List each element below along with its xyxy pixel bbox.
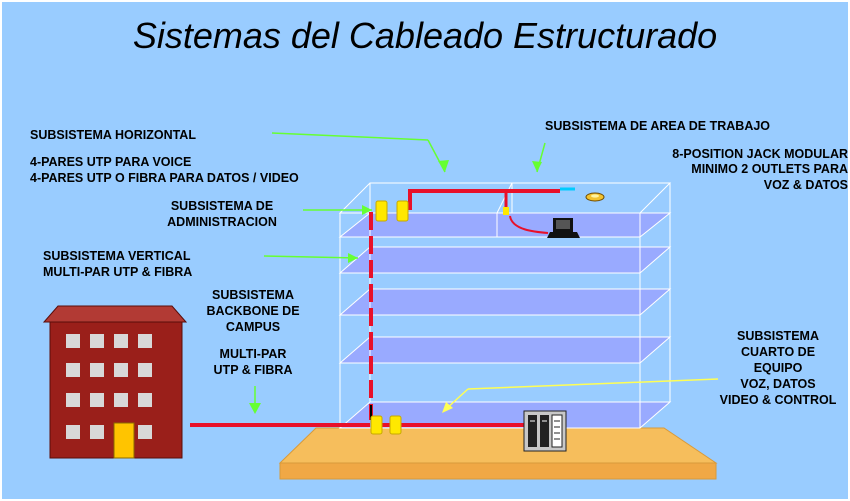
campus-name: CAMPUS [226,320,280,334]
horizontal-title: SUBSISTEMA HORIZONTAL [30,128,196,142]
horizontal-data: 4-PARES UTP O FIBRA PARA DATOS / VIDEO [30,171,299,185]
work-area-voice-data: VOZ & DATOS [764,178,848,192]
campus-building-icon [42,305,188,459]
campus-multipar: MULTI-PAR [220,347,287,361]
campus-title: SUBSISTEMA [212,288,294,302]
equipment-leader [442,378,719,413]
equipment-voice-data: VOZ, DATOS [740,377,815,391]
campus-backbone: BACKBONE DE [206,304,299,318]
vertical-title: SUBSISTEMA VERTICAL [43,249,191,263]
work-area-jack: 8-POSITION JACK MODULAR [672,147,848,161]
laptop-icon [547,218,580,238]
work-area-title: SUBSISTEMA DE AREA DE TRABAJO [545,119,770,133]
connectors [370,200,509,435]
outlet-icon [585,192,605,202]
administration-name: ADMINISTRACION [167,215,277,229]
horizontal-cable [408,189,560,210]
workstation-cord [509,215,549,234]
arrowheads [249,160,542,414]
campus-media: UTP & FIBRA [214,363,293,377]
equipment-name: EQUIPO [754,361,803,375]
horizontal-voice: 4-PARES UTP PARA VOICE [30,155,191,169]
leader-arrows [254,132,546,410]
diagram-title: Sistemas del Cableado Estructurado [133,15,717,56]
equipment-video-control: VIDEO & CONTROL [720,393,837,407]
equipment-title: SUBSISTEMA [737,329,819,343]
equipment-room: CUARTO DE [741,345,815,359]
equipment-rack-icon [523,410,567,452]
vertical-media: MULTI-PAR UTP & FIBRA [43,265,192,279]
administration-title: SUBSISTEMA DE [171,199,273,213]
base-platform [278,427,718,480]
work-area-outlets: MINIMO 2 OUTLETS PARA [691,162,848,176]
